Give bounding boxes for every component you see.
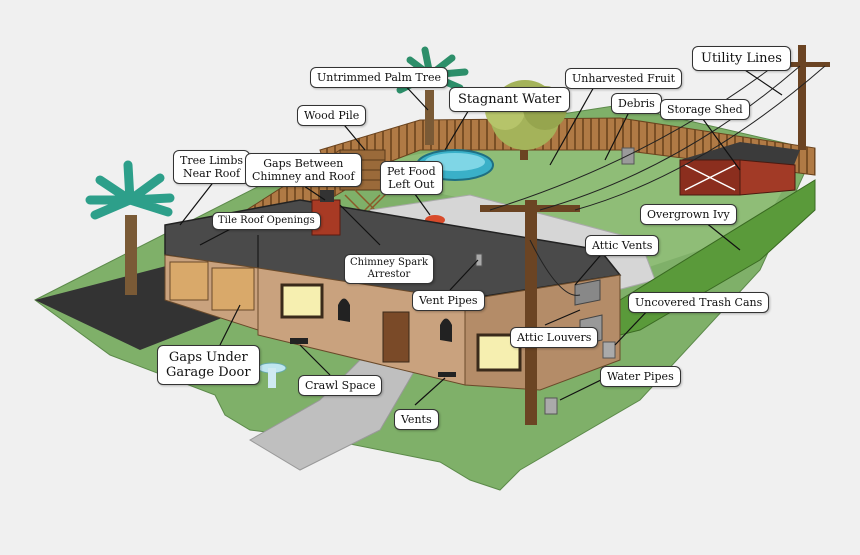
utility-wires [489, 64, 826, 296]
label-untrimmed-palm-tree: Untrimmed Palm Tree [310, 67, 448, 88]
front-palm-tree [85, 160, 175, 295]
label-line: Gaps Under [168, 350, 248, 365]
foundation-vent [438, 372, 456, 377]
label-utility-lines: Utility Lines [692, 46, 791, 71]
label-uncovered-trash-cans: Uncovered Trash Cans [628, 292, 770, 313]
label-line: Chimney and Roof [252, 170, 355, 183]
arched-window-1 [338, 298, 350, 322]
label-wood-pile: Wood Pile [297, 105, 367, 126]
label-tree-limbs-near-roof: Tree Limbs Near Roof [173, 150, 251, 184]
label-line: Left Out [388, 178, 435, 191]
label-overgrown-ivy: Overgrown Ivy [640, 204, 737, 225]
back-trash-can [621, 147, 635, 165]
label-line: Gaps Between [263, 157, 344, 170]
crawl-space-opening [290, 338, 308, 344]
utility-pole-back [770, 45, 830, 150]
label-line: Tree Limbs [180, 154, 244, 167]
label-tile-roof-openings: Tile Roof Openings [212, 212, 321, 230]
front-door [382, 311, 410, 363]
label-pet-food-left-out: Pet Food Left Out [380, 161, 443, 195]
label-attic-louvers: Attic Louvers [510, 327, 599, 348]
label-crawl-space: Crawl Space [298, 375, 383, 396]
label-unharvested-fruit: Unharvested Fruit [565, 68, 683, 89]
attic-louver [574, 279, 601, 306]
bird-bath [257, 362, 287, 388]
label-stagnant-water: Stagnant Water [449, 87, 571, 112]
storage-shed-graphic [679, 142, 800, 196]
label-line: Pet Food [387, 165, 436, 178]
label-attic-vents: Attic Vents [585, 235, 660, 256]
window-left [280, 283, 324, 319]
garage-door-1 [169, 261, 209, 301]
arched-window-2 [440, 318, 452, 342]
label-water-pipes: Water Pipes [600, 366, 681, 387]
label-line: Chimney Spark [350, 257, 429, 268]
label-gaps-chimney-roof: Gaps Between Chimney and Roof [245, 153, 362, 187]
trash-can-side [602, 341, 616, 359]
label-vent-pipes: Vent Pipes [412, 290, 485, 311]
label-debris: Debris [611, 93, 662, 114]
trash-can-pole [544, 397, 558, 415]
label-line: Garage Door [166, 365, 251, 380]
label-vents: Vents [394, 409, 439, 430]
label-chimney-spark-arrestor: Chimney Spark Arrestor [344, 254, 435, 284]
label-line: Arrestor [367, 269, 411, 280]
vent-pipe [475, 253, 483, 267]
label-gaps-under-garage-door: Gaps Under Garage Door [157, 345, 260, 385]
label-storage-shed: Storage Shed [660, 99, 750, 120]
utility-pole-front [480, 200, 580, 425]
garage-door-2 [211, 267, 255, 311]
label-line: Near Roof [183, 167, 241, 180]
